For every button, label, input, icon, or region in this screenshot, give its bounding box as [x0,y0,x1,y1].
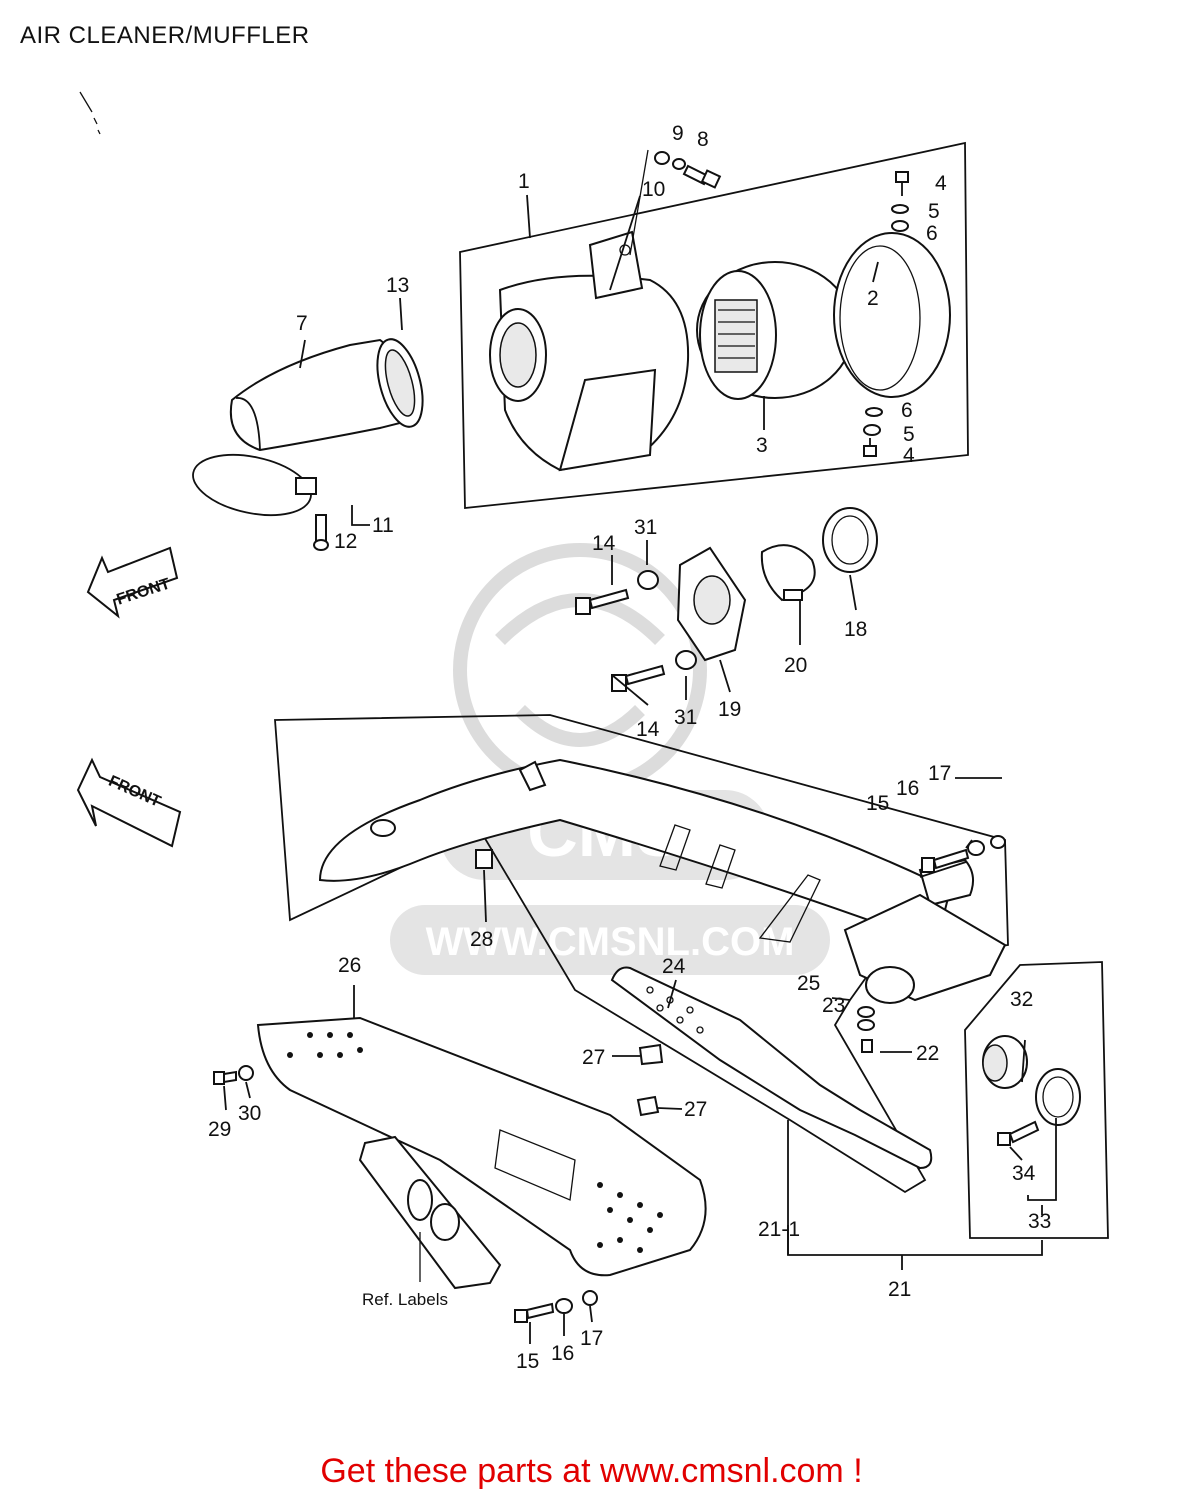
callout-4-lower: 4 [903,444,915,467]
cap-screw-lower [863,407,883,457]
callout-24: 24 [662,955,686,978]
bracket-bolt [629,149,722,256]
callout-31-upper: 31 [634,516,657,539]
callout-21: 21 [888,1278,911,1301]
callout-9: 9 [672,122,684,145]
callout-14-upper: 14 [592,532,616,555]
clamp-screw [313,514,329,551]
callout-7: 7 [296,312,308,335]
callout-1: 1 [518,170,530,193]
callout-27-lower: 27 [684,1098,707,1121]
callout-18: 18 [844,618,867,641]
callout-4-upper: 4 [935,172,947,195]
callout-12: 12 [334,530,357,553]
muffler-heat-guard [256,1016,707,1277]
callout-17-upper: 17 [928,762,951,785]
callout-10: 10 [642,178,665,201]
leader-lines [223,194,1057,1344]
callout-labels: 1 2 3 4 4 5 5 6 6 7 8 9 10 11 12 13 14 1… [208,122,1051,1373]
joint-seal-ring [822,507,878,573]
callout-23: 23 [822,994,845,1017]
callout-33: 33 [1028,1210,1051,1233]
callout-21-1: 21-1 [758,1218,800,1241]
ref-labels-caption: Ref. Labels [362,1290,448,1309]
page-title: AIR CLEANER/MUFFLER [20,22,310,49]
callout-5-lower: 5 [903,423,915,446]
muffler-gasket-sleeve [982,1035,1028,1089]
callout-14-lower: 14 [636,718,660,741]
callout-31-lower: 31 [674,706,697,729]
spark-arrester-pipe [610,966,933,1170]
callout-34: 34 [1012,1162,1036,1185]
guard-bolt-bottom [514,1290,598,1323]
callout-22: 22 [916,1042,939,1065]
filter-element [696,261,854,400]
footer-shop-link[interactable]: Get these parts at www.cmsnl.com ! [320,1452,863,1490]
callout-3: 3 [756,434,768,457]
callout-16-upper: 16 [896,777,919,800]
intake-duct [229,338,424,452]
callout-6-lower: 6 [901,399,913,422]
front-arrow-upper: FRONT [86,546,179,619]
muffler-joint-panel [964,961,1109,1239]
callout-15-lower: 15 [516,1350,539,1373]
callout-25: 25 [797,972,820,995]
carb-holder-bolt-lower [611,650,697,692]
callout-13: 13 [386,274,409,297]
muffler-bolt-small [857,1006,875,1053]
callout-20: 20 [784,654,807,677]
muffler-panel [274,714,1009,1194]
muffler-nut-upper [638,1043,664,1066]
front-arrow-lower: FRONT [76,757,182,848]
callout-8: 8 [697,128,709,151]
reference-labels-decal [358,1135,502,1290]
callout-11: 11 [372,514,394,537]
air-cleaner-panel [459,141,969,509]
callout-26: 26 [338,954,361,977]
guard-bolt-left [213,1065,254,1085]
callout-16-lower: 16 [551,1342,574,1365]
air-cleaner-cap [833,232,951,398]
carburetor-clamp [760,544,816,602]
carburetor-holder [676,546,747,662]
callout-2: 2 [867,287,879,310]
callout-30: 30 [238,1102,261,1125]
exhaust-pipe [318,758,975,943]
air-cleaner-housing [489,230,690,472]
cap-screw-upper [891,171,909,232]
callout-32: 32 [1010,988,1033,1011]
callout-27-upper: 27 [582,1046,605,1069]
carb-holder-bolt-upper [575,570,659,615]
joint-clamp-bolt [997,1120,1040,1146]
callout-15-upper: 15 [866,792,889,815]
stray-marks [79,91,101,135]
callout-19: 19 [718,698,741,721]
callout-29: 29 [208,1118,231,1141]
muffler-mount-bolt-upper [921,835,1006,873]
callout-17-lower: 17 [580,1327,603,1350]
duct-clamp-band [192,454,317,516]
callout-28: 28 [470,928,493,951]
muffler-nut-lower [636,1095,660,1117]
muffler-body [843,893,1007,1004]
callout-6-upper: 6 [926,222,938,245]
muffler-grommet [475,849,493,869]
muffler-joint-clamp [1035,1068,1081,1126]
callout-5-upper: 5 [928,200,940,223]
